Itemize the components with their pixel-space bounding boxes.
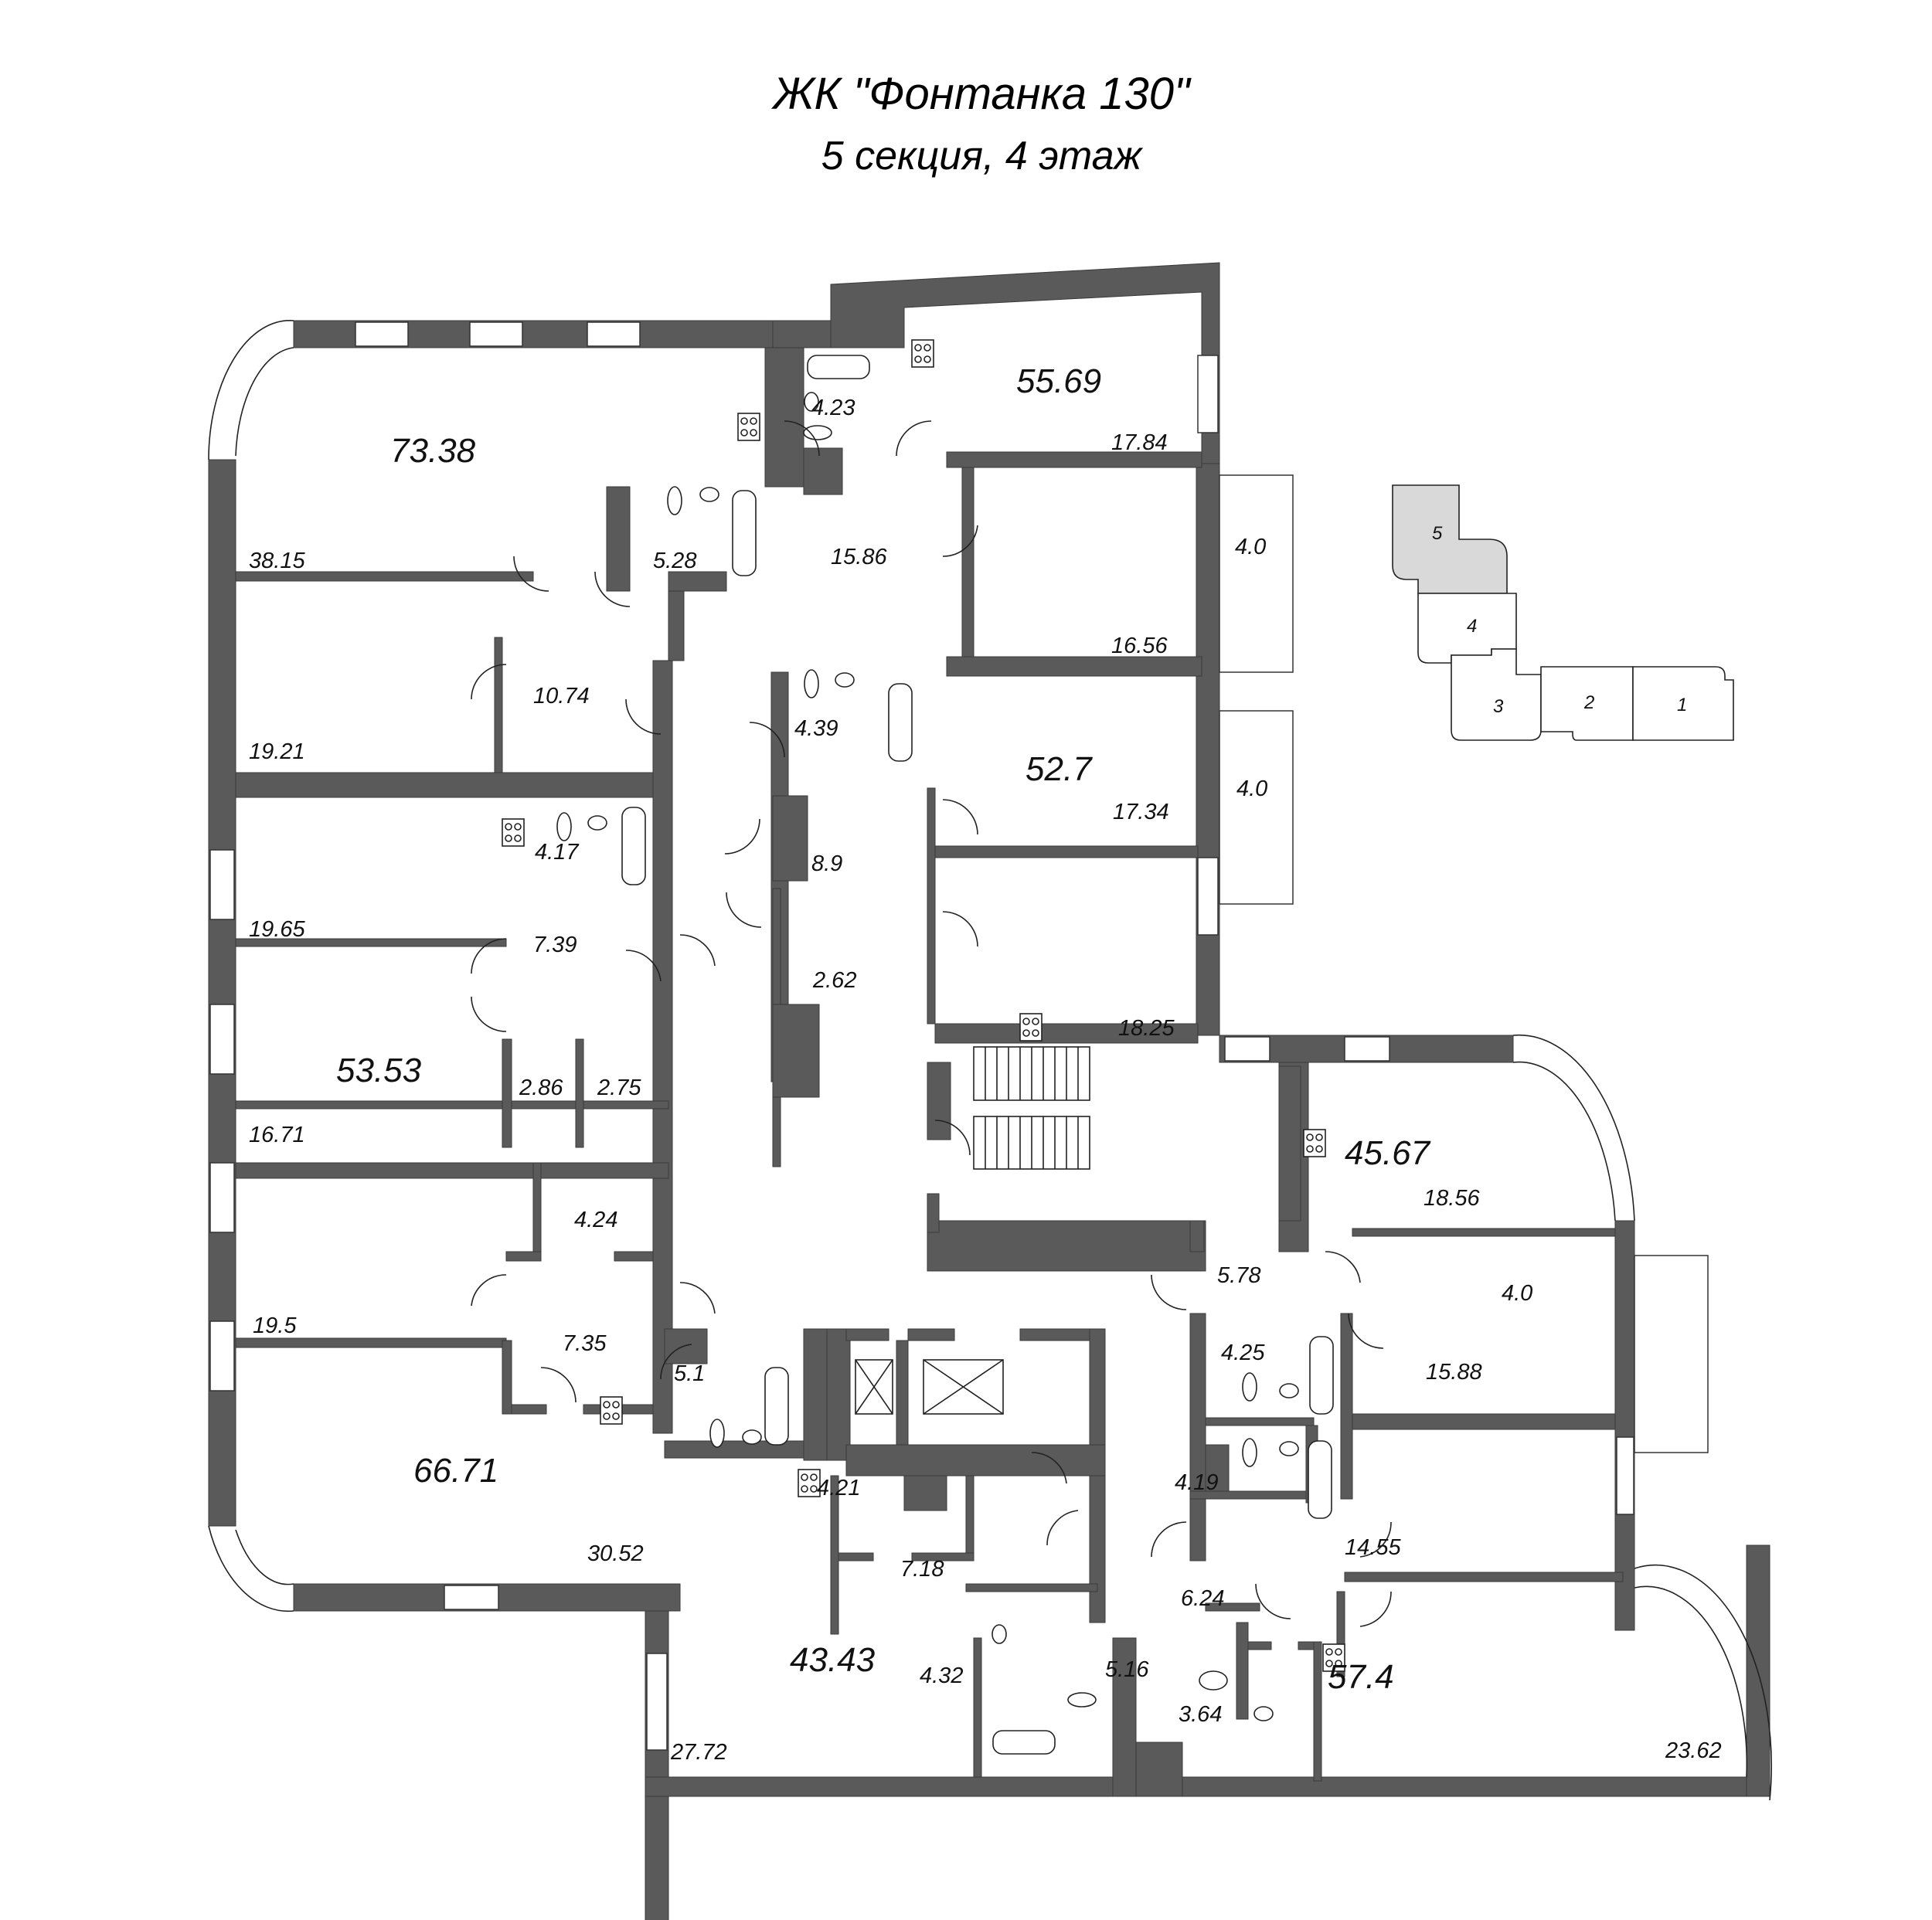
room-area: 16.71 (249, 1123, 305, 1147)
key-plan-label: 4 (1467, 616, 1477, 637)
balcony-area: 4.0 (1236, 776, 1267, 801)
apartment-total-area: 55.69 (1016, 362, 1101, 400)
elevators (855, 1359, 1004, 1415)
stove-icon (1303, 1129, 1326, 1157)
room-area: 2.86 (519, 1076, 563, 1100)
room-area: 5.16 (1105, 1657, 1149, 1682)
balcony-area: 4.0 (1502, 1281, 1532, 1306)
room-area: 4.24 (574, 1208, 617, 1232)
room-area: 7.18 (900, 1557, 944, 1582)
room-area: 18.25 (1118, 1016, 1175, 1041)
apartment-total-area: 43.43 (790, 1641, 876, 1679)
key-plan-section-1 (1632, 666, 1734, 741)
room-area: 27.72 (670, 1740, 727, 1765)
room-area: 4.23 (811, 396, 855, 420)
toilets (556, 425, 1257, 1708)
key-plan-section-2 (1540, 666, 1634, 741)
room-area: 38.15 (249, 549, 305, 573)
stove-icon (737, 413, 760, 441)
doors (471, 420, 1392, 1627)
bay-windows (208, 320, 1772, 1801)
room-area: 5.78 (1217, 1263, 1260, 1288)
staircase (973, 1046, 1090, 1170)
room-area: 6.24 (1181, 1586, 1224, 1611)
windows (209, 321, 1634, 1751)
room-area: 4.17 (535, 840, 580, 865)
stove-icon (798, 1469, 821, 1497)
room-area: 7.39 (533, 933, 577, 957)
room-area: 5.28 (653, 549, 696, 573)
stoves (502, 339, 1345, 1672)
key-plan-label: 1 (1677, 695, 1687, 715)
room-area: 15.86 (831, 545, 887, 569)
key-plan: 5 4 3 2 1 (1392, 484, 1734, 741)
stove-icon (911, 339, 934, 368)
room-area: 17.34 (1113, 800, 1169, 824)
bathtubs (621, 355, 1334, 1755)
balconies (1219, 474, 1709, 1453)
section-floor-subtitle: 5 секция, 4 этаж (821, 134, 1142, 178)
room-area: 19.65 (249, 917, 305, 942)
room-area: 14.55 (1345, 1535, 1401, 1560)
balcony-area: 4.0 (1235, 535, 1266, 559)
room-area: 23.62 (1665, 1738, 1722, 1763)
room-area: 17.84 (1111, 430, 1168, 455)
apartment-total-area: 52.7 (1026, 750, 1093, 788)
room-area: 3.64 (1179, 1702, 1222, 1727)
room-area: 4.25 (1221, 1341, 1265, 1365)
room-area: 4.19 (1175, 1470, 1218, 1495)
room-area: 15.88 (1426, 1360, 1482, 1385)
key-plan-section-3 (1451, 648, 1542, 741)
sinks (587, 392, 1299, 1721)
stove-icon (1019, 1013, 1043, 1042)
stove-icon (1322, 1643, 1345, 1672)
key-plan-label: 5 (1432, 523, 1443, 544)
room-area: 4.21 (817, 1476, 860, 1500)
area-labels: 73.38 38.15 5.28 10.74 19.21 55.69 17.84… (249, 362, 1722, 1765)
room-area: 4.32 (920, 1663, 963, 1688)
room-area: 19.21 (249, 739, 305, 764)
room-area: 30.52 (587, 1541, 644, 1566)
project-title: ЖК "Фонтанка 130" (773, 69, 1190, 119)
apartment-total-area: 53.53 (336, 1052, 422, 1089)
room-area: 4.39 (794, 716, 838, 741)
apartment-total-area: 73.38 (390, 432, 476, 470)
stove-icon (502, 818, 525, 847)
room-area: 2.62 (812, 968, 856, 993)
key-plan-label: 3 (1493, 696, 1504, 717)
stove-icon (600, 1396, 623, 1425)
room-area: 8.9 (811, 851, 842, 876)
room-area: 19.5 (253, 1313, 297, 1338)
room-area: 18.56 (1423, 1186, 1480, 1211)
room-area: 2.75 (597, 1076, 641, 1100)
key-plan-label: 2 (1583, 692, 1594, 713)
room-area: 5.1 (674, 1361, 705, 1386)
room-area: 7.35 (563, 1331, 607, 1356)
room-area: 16.56 (1111, 634, 1168, 658)
apartment-total-area: 57.4 (1328, 1658, 1394, 1696)
key-plan-section-5 (1392, 484, 1508, 594)
apartment-total-area: 66.71 (413, 1452, 498, 1490)
apartment-total-area: 45.67 (1345, 1134, 1431, 1172)
room-area: 10.74 (533, 684, 590, 709)
